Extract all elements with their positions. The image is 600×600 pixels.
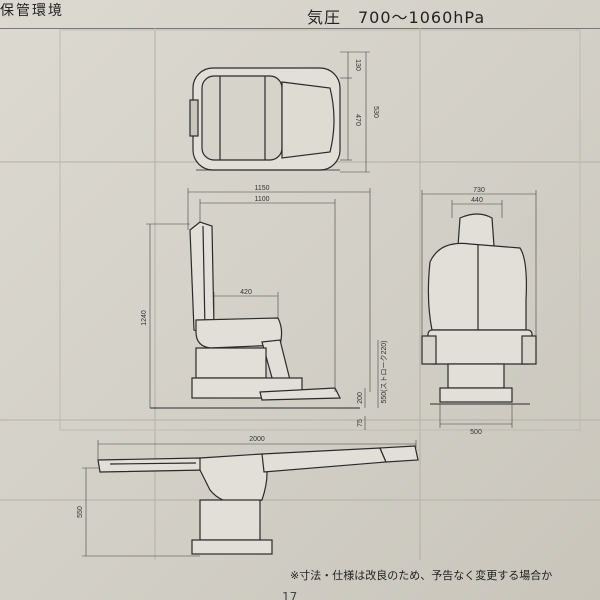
top-view-dimensions	[340, 51, 370, 173]
dim-470-label: 470	[354, 114, 361, 126]
header-rule	[0, 28, 600, 29]
dim-420-label: 420	[240, 289, 252, 296]
footnote: ※寸法・仕様は改良のため、予告なく変更する場合か	[290, 569, 553, 582]
front-view-dimensions	[421, 190, 537, 428]
dim-200-label: 200	[357, 392, 364, 404]
page-number: 17	[282, 590, 298, 600]
pressure-spec: 気圧 700～1060hPa	[307, 8, 486, 27]
flat-view-dimensions	[82, 440, 417, 557]
dim-75-label: 75	[357, 419, 364, 427]
dim-1240-label: 1240	[141, 310, 148, 326]
dim-1100-label: 1100	[254, 196, 269, 203]
side-view-drawing	[150, 221, 360, 409]
dim-130-label: 130	[354, 59, 361, 71]
dim-530-label: 530	[372, 106, 379, 118]
dim-1150-label: 1150	[254, 185, 269, 192]
dim-2000-label: 2000	[249, 436, 265, 443]
flat-view-drawing	[97, 445, 419, 555]
section-title: 保管環境	[0, 3, 64, 19]
dim-440-label: 440	[471, 197, 483, 204]
top-view-drawing	[189, 67, 341, 171]
front-view-drawing	[421, 213, 537, 405]
side-view-dimensions	[146, 188, 379, 430]
dim-500-label: 500	[470, 429, 482, 436]
dim-550-label: 550	[77, 506, 84, 518]
dim-730-label: 730	[473, 187, 485, 194]
dim-stroke-label: 550(ストローク220)	[380, 340, 388, 403]
